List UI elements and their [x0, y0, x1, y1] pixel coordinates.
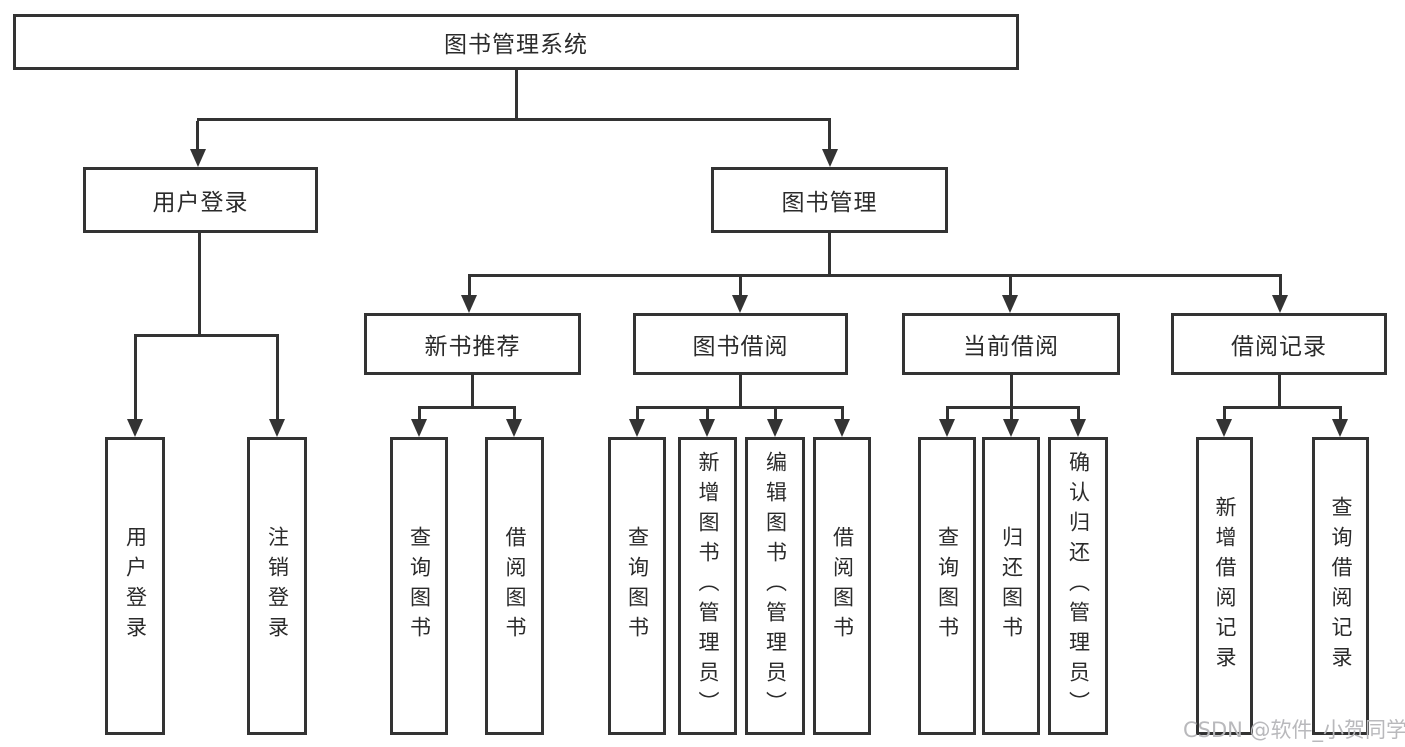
node-root-label: 图书管理系统	[444, 32, 588, 58]
connector-user-login-hline	[135, 334, 278, 337]
csdn-watermark: CSDN @软件_小贺同学	[1183, 718, 1405, 742]
arrowhead-to-book-management	[822, 149, 838, 167]
arrowhead-to-leaf-logout	[269, 419, 285, 437]
node-new-book-recommend: 新书推荐	[364, 313, 581, 375]
leaf-recommend-query-books-label: 查询图书	[407, 526, 432, 646]
leaf-edit-books-admin: 编辑图书（管理员）	[745, 437, 805, 735]
leaf-borrow-query-books: 查询图书	[608, 437, 666, 735]
connector-current-borrow-hline	[947, 406, 1079, 409]
connector-to-leaf-logout	[276, 334, 279, 419]
arrowhead-to-leaf-login	[127, 419, 143, 437]
leaf-query-borrow-record-label: 查询借阅记录	[1329, 496, 1353, 676]
connector-current-borrow-stem	[1010, 375, 1013, 406]
connector-leaf-line	[1223, 406, 1226, 419]
connector-to-book-management	[828, 121, 831, 149]
leaf-confirm-return-admin: 确认归还（管理员）	[1048, 437, 1108, 735]
leaf-current-query-books: 查询图书	[918, 437, 976, 735]
connector-leaf-line	[946, 406, 949, 419]
arrowhead-to-borrow-records	[1272, 295, 1288, 313]
connector-book-borrow-stem	[739, 375, 742, 406]
connector-leaf-line	[513, 406, 516, 419]
leaf-borrow-query-books-label: 查询图书	[625, 526, 650, 646]
leaf-add-borrow-record-label: 新增借阅记录	[1213, 496, 1237, 676]
leaf-return-books-label: 归还图书	[999, 526, 1024, 646]
connector-leaf-line	[1010, 406, 1013, 419]
arrowhead-to-user-login	[190, 149, 206, 167]
connector-borrow-records-stem	[1278, 375, 1281, 406]
node-borrow-records-label: 借阅记录	[1231, 334, 1327, 360]
arrowhead-leaf	[1332, 419, 1348, 437]
leaf-confirm-return-admin-label: 确认归还（管理员）	[1066, 451, 1091, 721]
connector-to-user-login	[196, 121, 199, 149]
arrowhead-leaf	[939, 419, 955, 437]
connector-new-book-recommend-hline	[419, 406, 515, 409]
connector-leaf-line	[418, 406, 421, 419]
node-book-borrow: 图书借阅	[633, 313, 848, 375]
arrowhead-leaf	[834, 419, 850, 437]
connector-leaf-line	[841, 406, 844, 419]
node-user-login: 用户登录	[83, 167, 318, 233]
node-user-login-label: 用户登录	[152, 190, 249, 216]
arrowhead-to-current-borrow	[1002, 295, 1018, 313]
leaf-add-books-admin-label: 新增图书（管理员）	[696, 451, 720, 721]
leaf-logout: 注销登录	[247, 437, 307, 735]
node-root: 图书管理系统	[13, 14, 1019, 70]
node-new-book-recommend-label: 新书推荐	[424, 334, 521, 360]
node-current-borrow-label: 当前借阅	[963, 334, 1059, 360]
leaf-return-books: 归还图书	[982, 437, 1040, 735]
connector-new-book-recommend-stem	[471, 375, 474, 406]
connector-leaf-line	[1339, 406, 1342, 419]
leaf-recommend-query-books: 查询图书	[390, 437, 448, 735]
connector-leaf-line	[774, 406, 777, 419]
leaf-add-borrow-record: 新增借阅记录	[1196, 437, 1253, 735]
node-current-borrow: 当前借阅	[902, 313, 1120, 375]
leaf-user-login: 用户登录	[105, 437, 165, 735]
leaf-edit-books-admin-label: 编辑图书（管理员）	[763, 451, 788, 721]
connector-book-management-stem	[828, 233, 831, 274]
leaf-logout-label: 注销登录	[265, 526, 290, 646]
arrowhead-leaf	[767, 419, 783, 437]
arrowhead-leaf	[1070, 419, 1086, 437]
connector-to-leaf-login	[134, 334, 137, 419]
leaf-user-login-label: 用户登录	[123, 526, 148, 646]
leaf-recommend-borrow-books: 借阅图书	[485, 437, 544, 735]
node-book-management: 图书管理	[711, 167, 948, 233]
leaf-recommend-borrow-books-label: 借阅图书	[503, 526, 527, 646]
connector-borrow-records-hline	[1224, 406, 1341, 409]
connector-to-borrow-records	[1279, 274, 1282, 295]
leaf-current-query-books-label: 查询图书	[935, 526, 960, 646]
arrowhead-leaf	[506, 419, 522, 437]
arrowhead-leaf	[699, 419, 715, 437]
connector-root-stem	[515, 70, 518, 118]
connector-to-book-borrow	[739, 274, 742, 295]
arrowhead-leaf	[1003, 419, 1019, 437]
connector-to-new-book-recommend	[468, 274, 471, 295]
connector-leaf-line	[636, 406, 639, 419]
connector-leaf-line	[706, 406, 709, 419]
connector-user-login-stem	[198, 233, 201, 334]
connector-book-management-hline	[468, 274, 1282, 277]
node-book-borrow-label: 图书借阅	[692, 334, 789, 360]
connector-to-current-borrow	[1009, 274, 1012, 295]
arrowhead-leaf	[411, 419, 427, 437]
arrowhead-to-new-book-recommend	[461, 295, 477, 313]
connector-root-hline	[197, 118, 831, 121]
arrowhead-to-book-borrow	[732, 295, 748, 313]
arrowhead-leaf	[629, 419, 645, 437]
leaf-add-books-admin: 新增图书（管理员）	[678, 437, 737, 735]
node-book-management-label: 图书管理	[781, 190, 878, 216]
leaf-query-borrow-record: 查询借阅记录	[1312, 437, 1369, 735]
connector-leaf-line	[1077, 406, 1080, 419]
leaf-borrow-books-label: 借阅图书	[830, 526, 855, 646]
node-borrow-records: 借阅记录	[1171, 313, 1387, 375]
leaf-borrow-books: 借阅图书	[813, 437, 871, 735]
connector-book-borrow-hline	[637, 406, 843, 409]
arrowhead-leaf	[1216, 419, 1232, 437]
